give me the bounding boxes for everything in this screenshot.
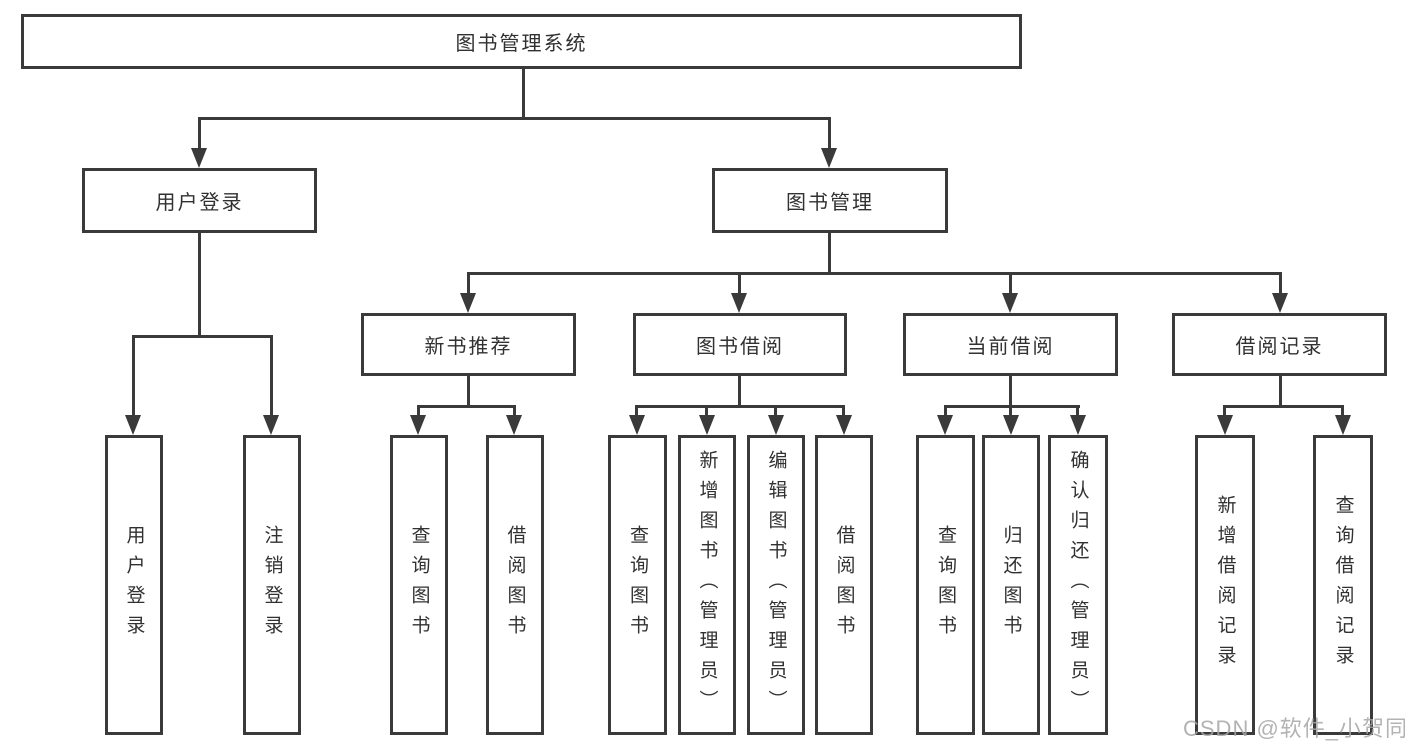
arrow-down-icon bbox=[1217, 415, 1233, 435]
leaf-query-books: 查询图书 bbox=[916, 435, 975, 735]
node-label: 查询图书 bbox=[935, 525, 956, 645]
connector-records-stem bbox=[1279, 375, 1282, 408]
node-label: 新增借阅记录 bbox=[1214, 495, 1236, 675]
connector-drop-leaf bbox=[1009, 405, 1012, 419]
node-label: 归还图书 bbox=[1000, 525, 1022, 645]
connector-level3-hline bbox=[467, 272, 1282, 275]
connector-current-hline bbox=[944, 405, 1080, 408]
connector-borrow-hline bbox=[635, 405, 845, 408]
connector-recommend-stem bbox=[467, 375, 470, 408]
node-label: 查询图书 bbox=[627, 525, 648, 645]
connector-user-login-stem bbox=[198, 232, 201, 338]
connector-book-management-stem bbox=[828, 233, 831, 275]
arrow-down-icon bbox=[1003, 415, 1019, 435]
leaf-confirm-return-admin: 确认归还（管理员） bbox=[1048, 435, 1108, 735]
node-book-borrow: 图书借阅 bbox=[633, 313, 847, 376]
node-current-borrow: 当前借阅 bbox=[903, 313, 1118, 376]
arrow-down-icon bbox=[1070, 415, 1086, 435]
node-label: 借阅图书 bbox=[833, 525, 855, 645]
arrow-down-icon bbox=[731, 293, 747, 313]
connector-drop-book-management bbox=[828, 117, 831, 151]
connector-drop-leaf bbox=[513, 405, 516, 419]
leaf-edit-book-admin: 编辑图书（管理员） bbox=[747, 435, 805, 735]
node-label: 借阅图书 bbox=[504, 525, 526, 645]
arrow-down-icon bbox=[1002, 293, 1018, 313]
leaf-logout: 注销登录 bbox=[243, 435, 301, 735]
leaf-query-borrow-record: 查询借阅记录 bbox=[1313, 435, 1373, 735]
connector-root-stem bbox=[522, 68, 525, 119]
node-label: 新增图书（管理员） bbox=[696, 450, 718, 720]
arrow-down-icon bbox=[506, 415, 522, 435]
connector-drop-section bbox=[1279, 272, 1282, 297]
arrow-down-icon bbox=[125, 415, 141, 435]
connector-drop-leaf bbox=[132, 335, 135, 419]
connector-drop-user-login bbox=[198, 117, 201, 151]
node-label: 查询图书 bbox=[408, 525, 430, 645]
watermark: CSDN @软件_小贺同学 bbox=[1183, 716, 1405, 741]
connector-drop-leaf bbox=[1341, 405, 1344, 419]
connector-recommend-hline bbox=[417, 405, 516, 408]
node-new-book-recommend: 新书推荐 bbox=[361, 313, 576, 376]
node-label: 当前借阅 bbox=[966, 336, 1055, 358]
connector-drop-leaf bbox=[1223, 405, 1226, 419]
node-label: 借阅记录 bbox=[1235, 336, 1324, 358]
arrow-down-icon bbox=[263, 415, 279, 435]
leaf-query-books: 查询图书 bbox=[390, 435, 448, 735]
arrow-down-icon bbox=[629, 415, 645, 435]
arrow-down-icon bbox=[191, 148, 207, 168]
leaf-borrow-books: 借阅图书 bbox=[815, 435, 873, 735]
node-book-management: 图书管理 bbox=[712, 168, 948, 233]
arrow-down-icon bbox=[836, 415, 852, 435]
arrow-down-icon bbox=[937, 415, 953, 435]
leaf-query-books: 查询图书 bbox=[608, 435, 667, 735]
node-label: 查询借阅记录 bbox=[1332, 495, 1354, 675]
leaf-return-books: 归还图书 bbox=[982, 435, 1040, 735]
node-label: 用户登录 bbox=[123, 525, 145, 645]
leaf-borrow-books: 借阅图书 bbox=[486, 435, 544, 735]
arrow-down-icon bbox=[821, 148, 837, 168]
node-label: 图书借阅 bbox=[696, 336, 784, 358]
leaf-add-book-admin: 新增图书（管理员） bbox=[678, 435, 736, 735]
connector-drop-leaf bbox=[944, 405, 947, 419]
connector-drop-leaf bbox=[705, 405, 708, 419]
connector-drop-leaf bbox=[1076, 405, 1079, 419]
connector-user-login-hline bbox=[132, 335, 273, 338]
node-label: 用户登录 bbox=[155, 192, 244, 214]
node-library-management-system: 图书管理系统 bbox=[21, 14, 1022, 69]
node-label: 注销登录 bbox=[261, 525, 283, 645]
node-label: 新书推荐 bbox=[424, 336, 513, 358]
arrow-down-icon bbox=[1272, 293, 1288, 313]
connector-drop-leaf bbox=[635, 405, 638, 419]
arrow-down-icon bbox=[460, 293, 476, 313]
connector-drop-section bbox=[738, 272, 741, 297]
arrow-down-icon bbox=[410, 415, 426, 435]
connector-drop-leaf bbox=[842, 405, 845, 419]
leaf-add-borrow-record: 新增借阅记录 bbox=[1195, 435, 1255, 735]
node-user-login: 用户登录 bbox=[82, 168, 317, 233]
connector-drop-leaf bbox=[774, 405, 777, 419]
connector-drop-leaf bbox=[417, 405, 420, 419]
connector-records-hline bbox=[1223, 405, 1344, 408]
connector-drop-section bbox=[1009, 272, 1012, 297]
node-label: 确认归还（管理员） bbox=[1067, 450, 1089, 720]
connector-borrow-stem bbox=[738, 375, 741, 408]
arrow-down-icon bbox=[768, 415, 784, 435]
node-label: 图书管理 bbox=[786, 192, 874, 214]
arrow-down-icon bbox=[1335, 415, 1351, 435]
node-borrow-records: 借阅记录 bbox=[1172, 313, 1387, 376]
connector-drop-leaf bbox=[270, 335, 273, 419]
node-label: 编辑图书（管理员） bbox=[765, 450, 787, 720]
connector-current-stem bbox=[1009, 375, 1012, 408]
arrow-down-icon bbox=[699, 415, 715, 435]
connector-drop-section bbox=[467, 272, 470, 297]
leaf-user-login: 用户登录 bbox=[105, 435, 163, 735]
connector-level1-hline bbox=[198, 117, 831, 120]
node-label: 图书管理系统 bbox=[455, 33, 588, 55]
